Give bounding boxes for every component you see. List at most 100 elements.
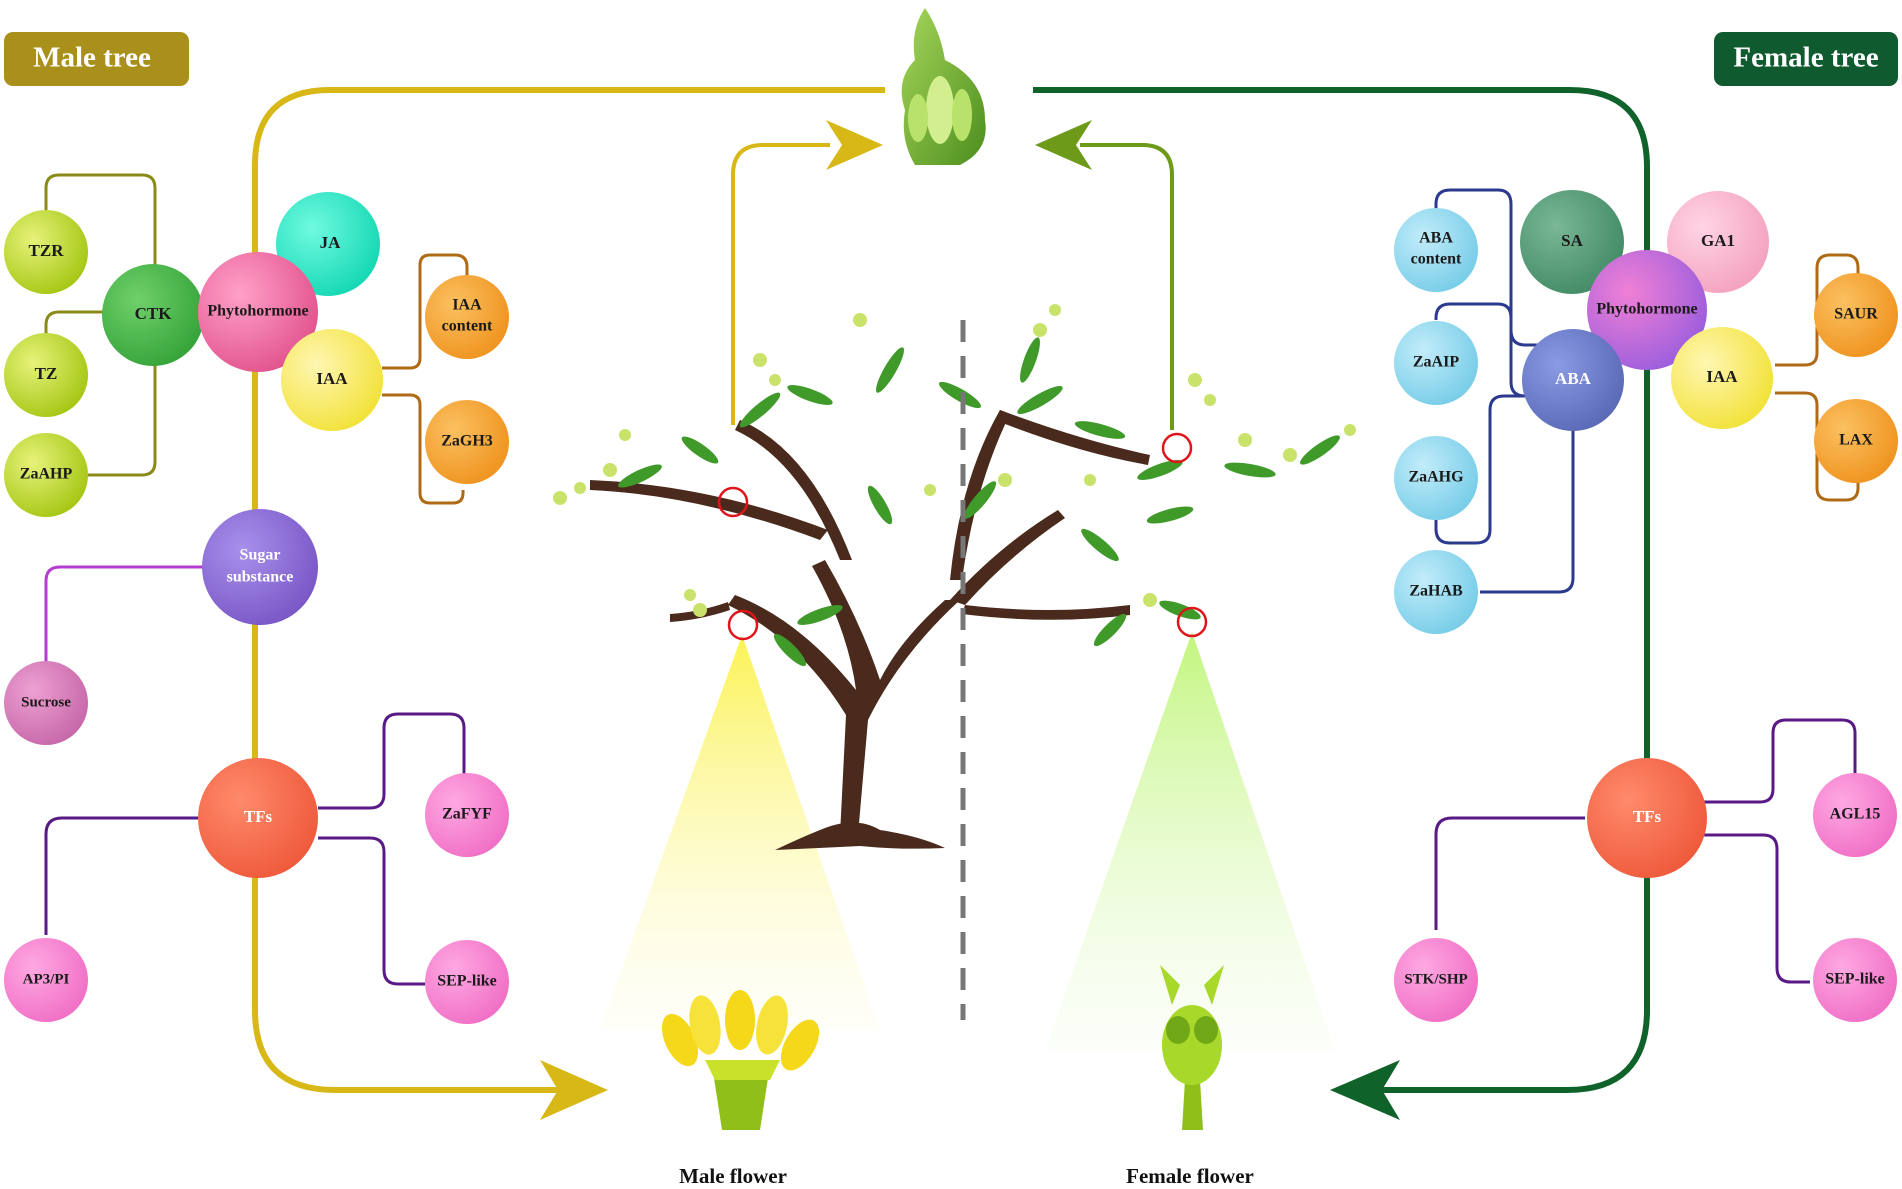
female-pathway	[1033, 87, 1650, 1093]
node-iaa-content: IAA content	[425, 275, 509, 359]
node-sucrose: Sucrose	[4, 661, 88, 745]
female-nodes: ABA content SA GA1 Phytohormone ZaAIP AB…	[1394, 190, 1898, 1022]
svg-text:IAA: IAA	[1706, 367, 1738, 386]
node-ga1: GA1	[1667, 191, 1769, 293]
aba-content-line2: content	[1411, 251, 1462, 268]
abacontent-aba-link	[1434, 188, 1540, 347]
female-tree-tag-bg	[1714, 32, 1898, 86]
female-bud-arrowhead	[1035, 120, 1092, 170]
male-pathway	[252, 87, 885, 1093]
sugar-line2: substance	[227, 569, 294, 586]
node-iaa-female: IAA	[1671, 327, 1773, 429]
svg-text:TZR: TZR	[29, 241, 65, 260]
male-flower-caption: Male flower	[679, 1164, 787, 1188]
node-zafyf: ZaFYF	[425, 773, 509, 857]
male-bud-arrowhead	[826, 120, 883, 170]
svg-text:ZaHAB: ZaHAB	[1409, 583, 1463, 600]
node-aba-content: ABA content	[1394, 208, 1478, 292]
node-saur: SAUR	[1814, 273, 1898, 357]
node-zaaip: ZaAIP	[1394, 321, 1478, 405]
tfs-seplike-link	[318, 836, 425, 986]
female-branch-to-bud	[1080, 143, 1174, 430]
tree-roots	[775, 822, 945, 850]
node-aba: ABA	[1522, 329, 1624, 431]
node-sugar-substance: Sugar substance	[202, 509, 318, 625]
iaa-zagh3-link	[382, 393, 465, 505]
svg-text:Sucrose: Sucrose	[21, 694, 71, 710]
tree-branch-left-upper	[735, 420, 852, 560]
iaa-content-line2: content	[442, 318, 493, 335]
svg-text:AP3/PI: AP3/PI	[23, 971, 70, 987]
node-tfs-female: TFs	[1587, 758, 1707, 878]
node-tfs-male: TFs	[198, 758, 318, 878]
aba-content-line1: ABA	[1419, 230, 1453, 247]
tree-branch-right-mid	[950, 510, 1065, 605]
svg-text:TFs: TFs	[244, 807, 273, 826]
svg-text:SEP-like: SEP-like	[437, 973, 497, 990]
svg-text:GA1: GA1	[1701, 231, 1735, 250]
node-lax: LAX	[1814, 399, 1898, 483]
zaahg-aba-link	[1434, 394, 1525, 545]
svg-text:ZaGH3: ZaGH3	[441, 433, 493, 450]
node-sep-like-male: SEP-like	[425, 940, 509, 1024]
tfs-seplike-female-link	[1700, 833, 1810, 984]
node-zaahp: ZaAHP	[4, 433, 88, 517]
zahab-aba-link	[1480, 430, 1575, 594]
svg-text:ZaFYF: ZaFYF	[442, 806, 492, 823]
tree-illustration	[553, 304, 1356, 1020]
female-flower-icon	[1160, 965, 1224, 1130]
svg-text:ABA: ABA	[1555, 369, 1592, 388]
node-zahab: ZaHAB	[1394, 550, 1478, 634]
tree-branch-left-long	[590, 480, 828, 540]
sampling-circles	[717, 432, 1208, 641]
svg-text:IAA: IAA	[316, 369, 348, 388]
node-ap3-pi: AP3/PI	[4, 938, 88, 1022]
male-flower-icon	[661, 990, 820, 1130]
tfs-zafyf-link	[318, 712, 466, 810]
tz-ctk-link	[44, 310, 110, 360]
node-sa: SA	[1520, 190, 1624, 294]
sugar-line1: Sugar	[240, 547, 281, 564]
svg-text:Phytohormone: Phytohormone	[207, 303, 308, 320]
male-main-path	[252, 87, 885, 1093]
svg-text:ZaAHG: ZaAHG	[1408, 469, 1464, 486]
svg-text:SAUR: SAUR	[1834, 306, 1878, 323]
zaahp-ctk-link	[88, 360, 157, 477]
svg-text:JA: JA	[320, 233, 342, 252]
female-main-path	[1033, 87, 1650, 1093]
female-flower-arrowhead	[1330, 1060, 1400, 1120]
tree-flower-clusters	[553, 304, 1356, 617]
svg-text:TFs: TFs	[1633, 807, 1662, 826]
svg-text:ZaAHP: ZaAHP	[20, 466, 73, 483]
male-nodes: TZR TZ ZaAHP CTK JA Phytohormone IAA IAA…	[4, 192, 509, 1024]
svg-text:SEP-like: SEP-like	[1825, 971, 1885, 988]
svg-text:SA: SA	[1561, 231, 1583, 250]
iaa-content-line1: IAA	[452, 297, 482, 314]
male-tree-tag-bg	[4, 32, 189, 86]
node-ja: JA	[276, 192, 380, 296]
male-branch-to-bud	[731, 143, 830, 425]
svg-text:Phytohormone: Phytohormone	[1596, 301, 1697, 318]
iaa-lax-link	[1775, 391, 1860, 502]
male-tree-label: Male tree	[33, 42, 151, 74]
node-stk-shp: STK/SHP	[1394, 938, 1478, 1022]
tree-trunk	[728, 560, 960, 843]
sampling-circle-female-upper	[1161, 432, 1193, 464]
flower-bud-icon	[901, 8, 986, 165]
male-light-beam	[600, 635, 880, 1030]
female-tree-label: Female tree	[1733, 42, 1878, 74]
svg-text:TZ: TZ	[35, 364, 58, 383]
female-light-beam	[1045, 632, 1335, 1050]
node-zaahg: ZaAHG	[1394, 436, 1478, 520]
female-connectors	[1434, 188, 1860, 984]
node-zagh3: ZaGH3	[425, 400, 509, 484]
svg-text:CTK: CTK	[135, 304, 173, 323]
female-tree-tag: Female tree	[1714, 32, 1898, 86]
svg-text:AGL15: AGL15	[1830, 806, 1881, 823]
iaa-saur-link	[1775, 253, 1860, 367]
female-flower-caption: Female flower	[1126, 1164, 1254, 1188]
male-connectors	[44, 173, 469, 986]
zaaip-aba-link	[1434, 302, 1526, 398]
sugar-sucrose-link	[44, 565, 205, 668]
svg-text:ZaAIP: ZaAIP	[1413, 354, 1459, 371]
